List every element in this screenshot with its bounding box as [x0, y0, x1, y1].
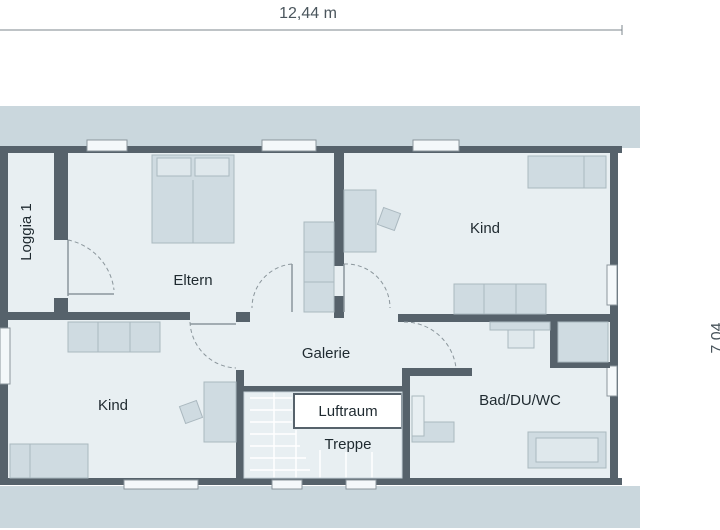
door-leaves [67, 240, 345, 325]
stairs [250, 392, 373, 478]
width-dimension-label: 12,44 m [279, 5, 337, 22]
roof-band-bottom [0, 486, 640, 528]
room-label-bad: Bad/DU/WC [479, 392, 561, 409]
room-label-loggia: Loggia 1 [18, 203, 35, 261]
room-label-treppe: Treppe [325, 436, 372, 453]
side-dimension-label: 7,04 [709, 322, 720, 353]
room-label-galerie: Galerie [302, 345, 350, 362]
room-label-kind-bottom: Kind [98, 397, 128, 414]
furniture [9, 154, 609, 479]
interior-walls [0, 148, 610, 480]
windows [0, 139, 618, 490]
room-label-eltern: Eltern [173, 272, 212, 289]
stair-outline [243, 391, 403, 479]
room-label-luftraum: Luftraum [318, 403, 377, 420]
room-label-kind-top: Kind [470, 220, 500, 237]
luftraum-box [293, 393, 403, 429]
door-swings [67, 239, 457, 369]
